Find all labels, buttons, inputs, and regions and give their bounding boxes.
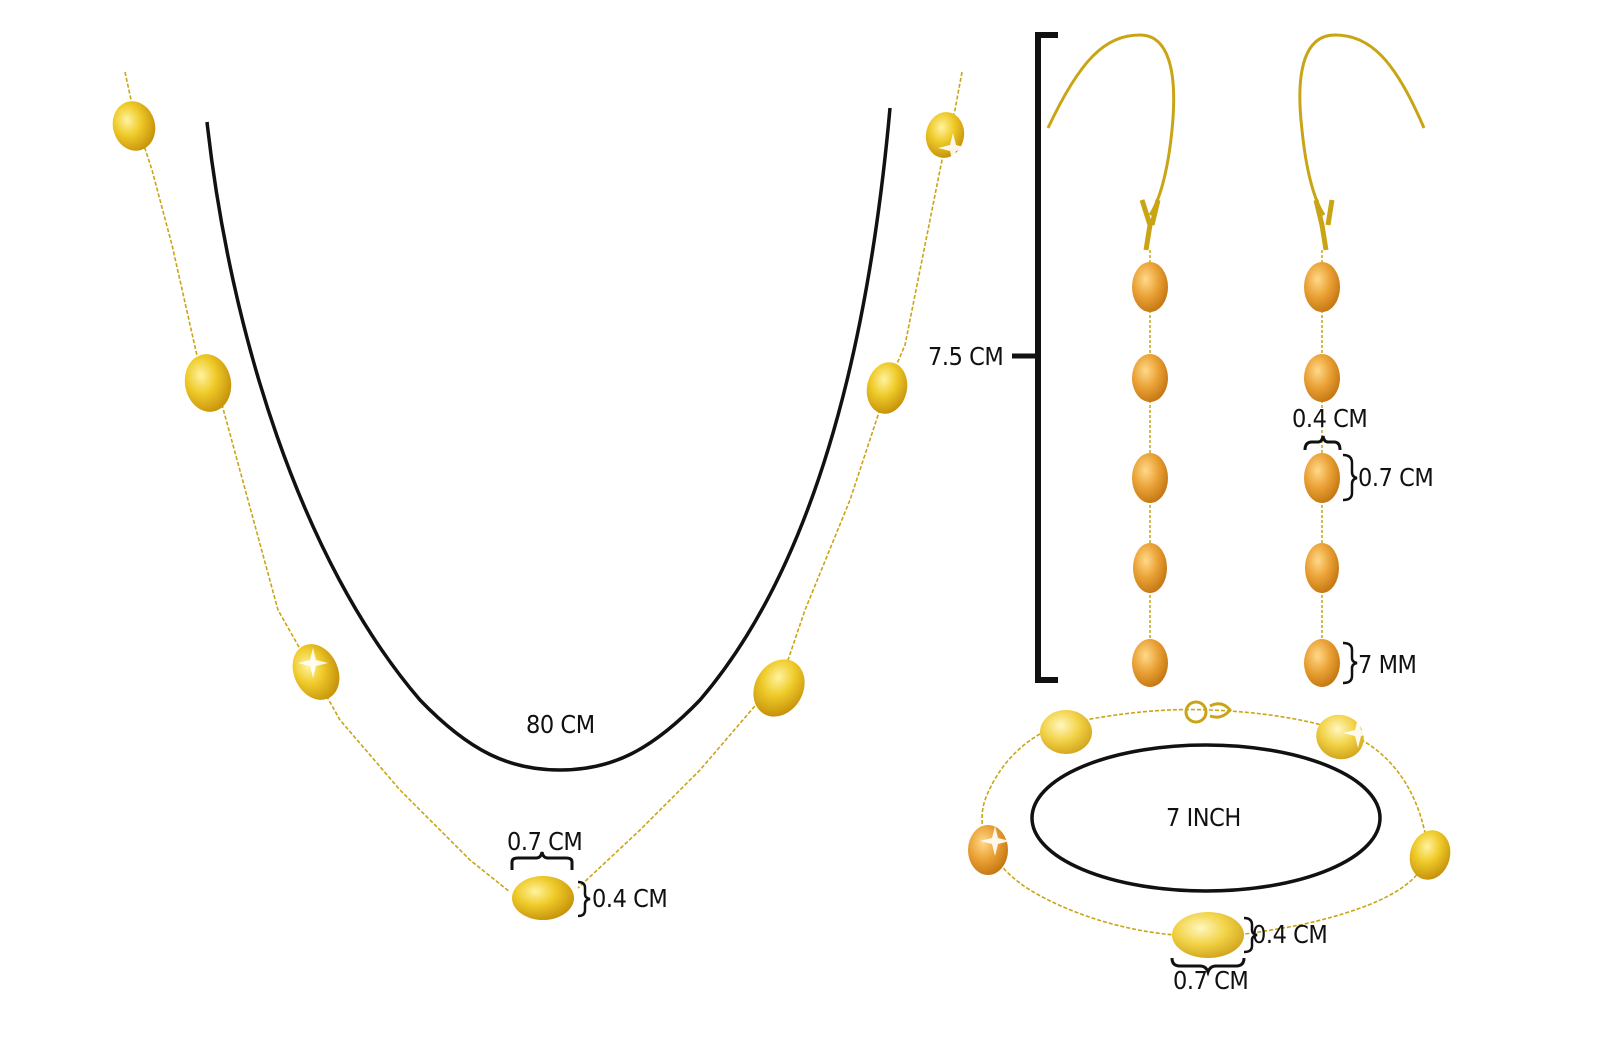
earring-height-brace <box>1342 453 1358 502</box>
necklace-width-brace <box>510 851 574 870</box>
earring-left-pearl <box>1132 453 1168 503</box>
necklace-pearl-measured <box>512 876 574 920</box>
bracelet <box>968 700 1451 977</box>
earring-right-bail <box>1313 199 1335 251</box>
bracelet-height-brace <box>1243 916 1258 954</box>
earring-length-label: 7.5 CM <box>928 342 1004 371</box>
necklace-pearl <box>112 101 156 151</box>
earring-pearl-width-label: 0.4 CM <box>1292 404 1368 433</box>
necklace-pearl <box>925 112 965 158</box>
necklace-pearl <box>292 644 340 700</box>
bracelet-pearl <box>968 825 1008 875</box>
earring-right-pearl <box>1305 543 1339 593</box>
necklace <box>112 71 965 920</box>
sparkle-highlights <box>298 133 1373 856</box>
bracelet-pearl <box>1409 830 1451 880</box>
earring-right-pearl <box>1304 354 1340 402</box>
bracelet-length-oval <box>1030 743 1382 893</box>
bracelet-width-brace <box>1170 957 1246 977</box>
necklace-length-curve <box>205 107 892 772</box>
necklace-pearl <box>753 659 805 717</box>
necklace-chain-left <box>124 71 511 893</box>
earrings <box>1012 32 1426 687</box>
necklace-pearl <box>184 354 232 412</box>
necklace-height-brace <box>577 880 591 918</box>
earring-left-pearl <box>1132 354 1168 402</box>
earring-pearl-height-label: 0.7 CM <box>1358 463 1434 492</box>
bracelet-length-label: 7 INCH <box>1166 803 1241 832</box>
bracelet-pearl-height-label: 0.4 CM <box>1252 920 1328 949</box>
earring-left-hook <box>1046 33 1176 216</box>
earring-width-brace <box>1303 435 1342 451</box>
necklace-pearl <box>866 362 908 414</box>
earring-bottom-pearl-label: 7 MM <box>1358 650 1417 679</box>
earring-right-pearl-measured <box>1304 453 1340 503</box>
necklace-pearl-width-label: 0.7 CM <box>507 827 583 856</box>
earring-bottom-brace <box>1342 641 1358 685</box>
bracelet-pearl <box>1316 714 1364 760</box>
earring-left-pearl <box>1132 262 1168 312</box>
bracelet-pearl-width-label: 0.7 CM <box>1173 966 1249 995</box>
earring-right-hook <box>1298 33 1426 216</box>
earring-left-pearl <box>1133 543 1167 593</box>
bracelet-chain <box>981 708 1429 937</box>
necklace-chain-right <box>577 71 963 889</box>
earring-left-bail <box>1139 199 1161 251</box>
bracelet-clasp <box>1209 702 1232 719</box>
earring-right-pearl-bottom <box>1304 639 1340 687</box>
bracelet-clasp-ring <box>1184 700 1208 724</box>
necklace-length-label: 80 CM <box>526 710 595 739</box>
bracelet-pearl-measured <box>1172 912 1244 958</box>
earring-length-bracket <box>1035 32 1058 683</box>
bracelet-pearl <box>1040 710 1092 754</box>
earring-left-pearl <box>1132 639 1168 687</box>
earring-right-pearl <box>1304 262 1340 312</box>
necklace-pearl-height-label: 0.4 CM <box>592 884 668 913</box>
